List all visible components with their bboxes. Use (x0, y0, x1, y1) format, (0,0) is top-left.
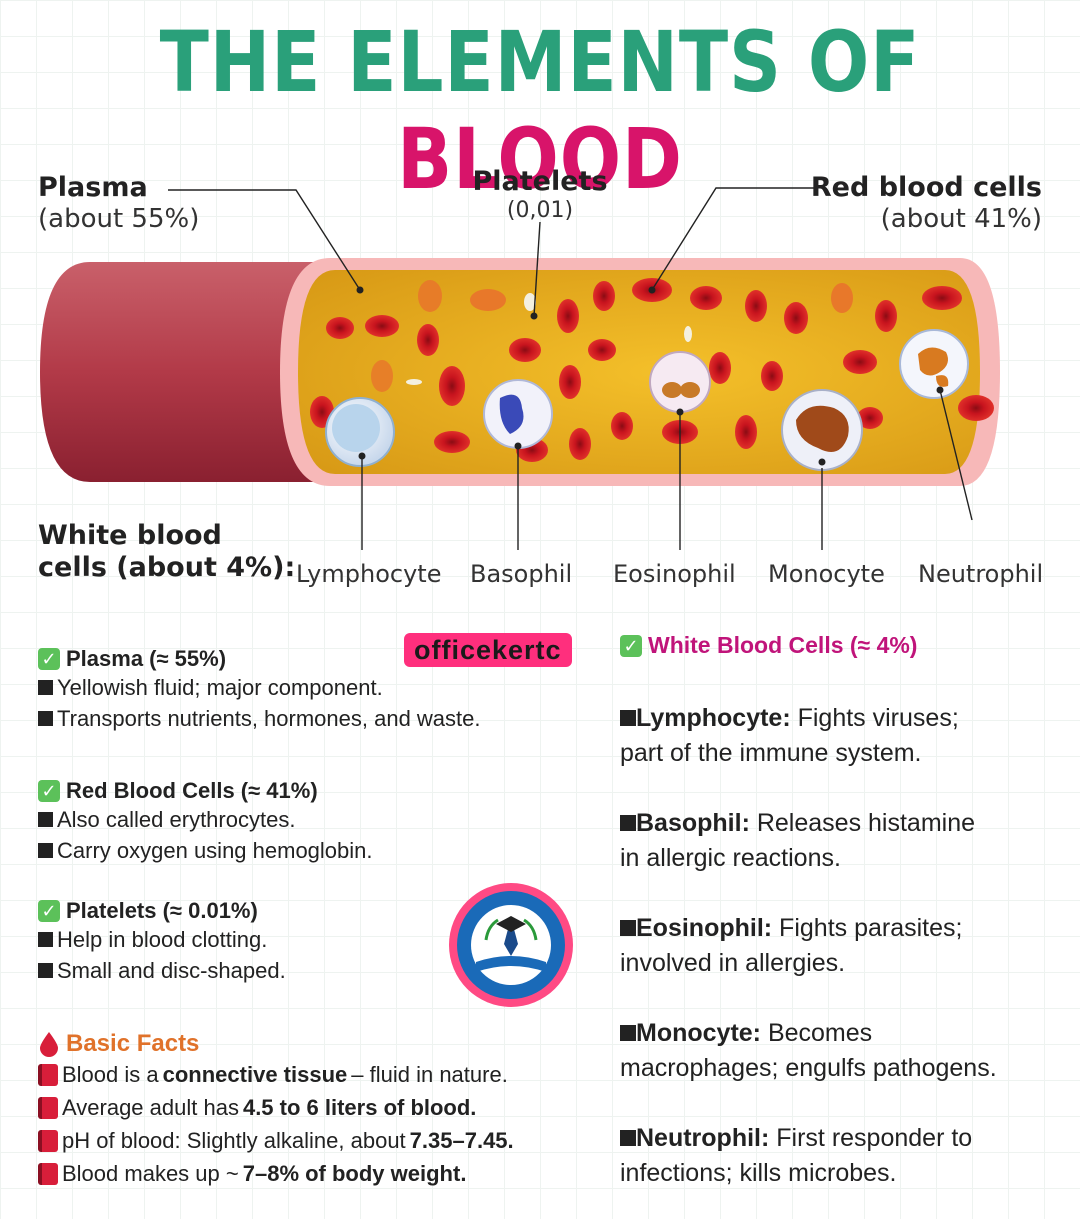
list-item: Average adult has 4.5 to 6 liters of blo… (38, 1091, 638, 1124)
wbc-item-monocyte: Monocyte: Becomes macrophages; engulfs p… (620, 1019, 997, 1082)
square-bullet-icon (620, 920, 636, 936)
rbc-label: Red blood cells (about 41%) (811, 172, 1042, 236)
rbc-section: ✓ Red Blood Cells (≈ 41%) Also called ery… (38, 778, 598, 866)
plasma-label-name: Plasma (38, 172, 148, 203)
white-blood-cells (325, 329, 969, 471)
platelets-label-name: Platelets (472, 166, 608, 197)
square-bullet-icon (38, 932, 53, 947)
list-item: Help in blood clotting. (38, 924, 438, 955)
list-item: Also called erythrocytes. (38, 804, 598, 835)
square-bullet-icon (38, 711, 53, 726)
watermark-tag: officekertc (404, 633, 572, 667)
red-book-icon (38, 1162, 58, 1185)
plasma-heading: Plasma (≈ 55%) (66, 646, 227, 671)
square-bullet-icon (620, 815, 636, 831)
square-bullet-icon (38, 963, 53, 978)
wbc-type-neutrophil: Neutrophil (918, 560, 1044, 588)
red-book-icon (38, 1129, 58, 1152)
section-heading: ✓ Platelets (≈ 0.01%) (38, 898, 438, 924)
wbc-label-line2: cells (about 4%): (38, 552, 296, 584)
rbc-label-value: (about 41%) (880, 204, 1042, 235)
wbc-item-neutrophil: Neutrophil: First responder to infection… (620, 1124, 973, 1187)
platelets-label-value: (0,01) (506, 198, 574, 224)
wbc-label-line1: White blood (38, 520, 222, 551)
wbc-item-basophil: Basophil: Releases histamine in allergic… (620, 809, 976, 872)
check-icon: ✓ (38, 648, 60, 670)
list-item: Yellowish fluid; major component. (38, 672, 598, 703)
wbc-section: ✓ White Blood Cells (≈ 4%) (620, 632, 1060, 659)
section-heading: ✓ Red Blood Cells (≈ 41%) (38, 778, 598, 804)
plasma-section: ✓ Plasma (≈ 55%) Yellowish fluid; major c… (38, 646, 598, 734)
wbc-type-lymphocyte: Lymphocyte (296, 560, 442, 588)
platelets-label: Platelets (0,01) (440, 166, 640, 225)
check-icon: ✓ (38, 900, 60, 922)
wbc-heading-row: ✓ White Blood Cells (≈ 4%) (620, 632, 1060, 659)
rbc-label-name: Red blood cells (810, 172, 1042, 203)
wbc-label: White blood cells (about 4%): (38, 520, 295, 585)
title-part-2: BLOOD (397, 109, 683, 208)
list-item: Blood is a connective tissue – fluid in … (38, 1058, 638, 1091)
wbc-type-basophil: Basophil (470, 560, 573, 588)
plasma-label: Plasma (about 55%) (38, 172, 199, 236)
wbc-heading: White Blood Cells (≈ 4%) (648, 632, 918, 658)
blood-drop-icon (40, 1032, 58, 1057)
red-book-icon (38, 1096, 58, 1119)
platelets-section: ✓ Platelets (≈ 0.01%) Help in blood clott… (38, 898, 438, 986)
institute-logo (449, 883, 573, 1007)
square-bullet-icon (38, 680, 53, 695)
title-part-1: THE ELEMENTS OF (159, 13, 921, 111)
check-icon: ✓ (620, 634, 642, 657)
check-icon: ✓ (38, 780, 60, 802)
rbc-heading: Red Blood Cells (≈ 41%) (66, 778, 318, 803)
platelets-heading: Platelets (≈ 0.01%) (66, 898, 258, 923)
basic-facts-heading: Basic Facts (66, 1030, 200, 1057)
blood-vessel-illustration (40, 187, 1000, 550)
section-heading: ✓ Plasma (≈ 55%) (38, 646, 598, 672)
list-item: Carry oxygen using hemoglobin. (38, 835, 598, 866)
square-bullet-icon (620, 710, 636, 726)
list-item: Blood makes up ~7–8% of body weight. (38, 1157, 638, 1190)
red-blood-cells (310, 278, 994, 462)
page-title: THE ELEMENTS OF BLOOD (76, 14, 1005, 207)
wbc-item-lymphocyte: Lymphocyte: Fights viruses; part of the … (620, 704, 959, 767)
square-bullet-icon (38, 843, 53, 858)
square-bullet-icon (38, 812, 53, 827)
square-bullet-icon (620, 1130, 636, 1146)
red-book-icon (38, 1063, 58, 1086)
wbc-type-eosinophil: Eosinophil (613, 560, 736, 588)
basic-facts-heading-row: Basic Facts (38, 1030, 638, 1058)
square-bullet-icon (620, 1025, 636, 1041)
wbc-item-eosinophil: Eosinophil: Fights parasites; involved i… (620, 914, 963, 977)
basic-facts-section: Basic Facts Blood is a connective tissue… (38, 1030, 638, 1190)
wbc-type-monocyte: Monocyte (768, 560, 885, 588)
list-item: pH of blood: Slightly alkaline, about 7.… (38, 1124, 638, 1157)
list-item: Small and disc-shaped. (38, 955, 438, 986)
list-item: Transports nutrients, hormones, and wast… (38, 703, 598, 734)
plasma-label-value: (about 55%) (38, 204, 200, 235)
platelets (406, 293, 692, 385)
